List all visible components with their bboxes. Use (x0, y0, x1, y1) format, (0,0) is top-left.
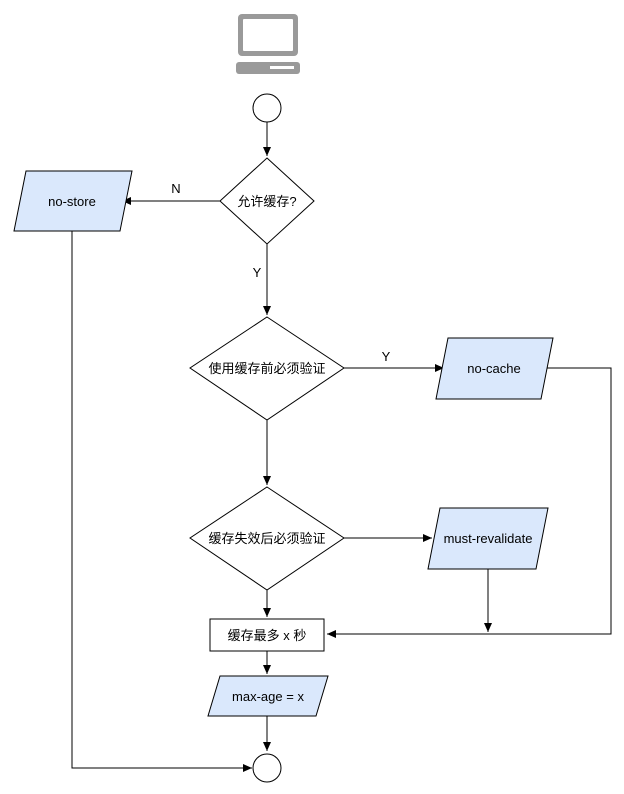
edge-no-label: N (171, 181, 180, 196)
max-age-label: max-age = x (232, 689, 304, 704)
no-cache-label: no-cache (467, 361, 520, 376)
decision-validate-before-use-label: 使用缓存前必须验证 (208, 361, 325, 376)
edge-yes1-label: Y (253, 265, 262, 280)
no-cache-node (435, 337, 554, 400)
start-node (252, 93, 282, 123)
max-age-node (207, 675, 329, 717)
cache-max-label: 缓存最多 x 秒 (228, 628, 307, 643)
no-store-label: no-store (48, 194, 96, 209)
edge-no-cache-to-max (327, 367, 612, 638)
end-node (252, 753, 282, 783)
must-revalidate-label: must-revalidate (444, 531, 533, 546)
decision-validate-after-expire-label: 缓存失效后必须验证 (208, 531, 325, 546)
no-store-node (13, 170, 133, 232)
decision-allow-cache-label: 允许缓存? (237, 194, 296, 209)
computer-icon (236, 14, 300, 74)
edge-yes2-label: Y (382, 349, 391, 364)
edge-no-store-to-end (71, 231, 252, 772)
must-revalidate-node (427, 507, 549, 570)
cache-max-node (209, 618, 325, 652)
